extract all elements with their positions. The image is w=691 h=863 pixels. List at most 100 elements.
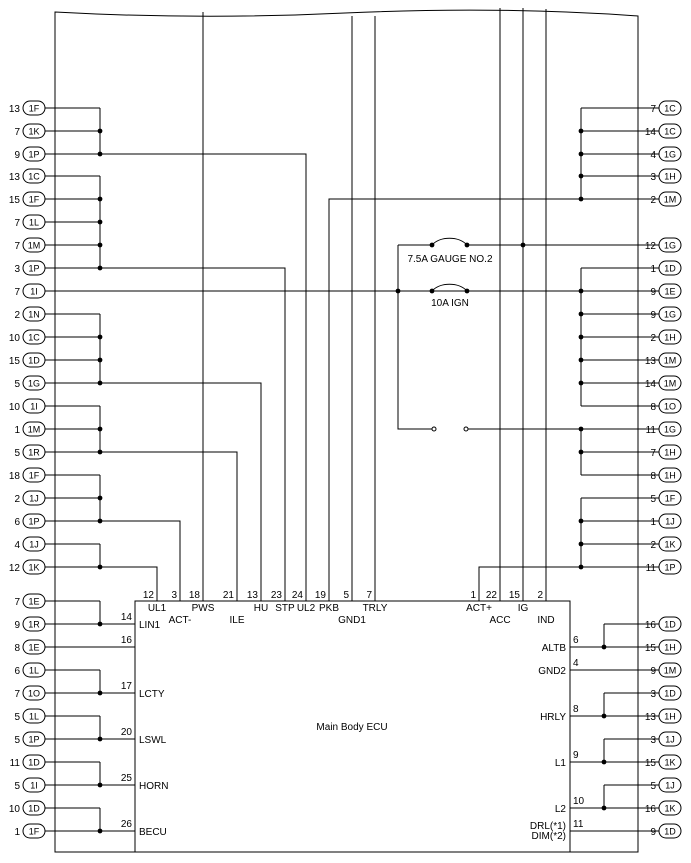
ecu-left-pin-number: 14 bbox=[121, 612, 133, 623]
connector-id: 1C bbox=[28, 333, 40, 343]
connector-id: 1M bbox=[664, 379, 677, 389]
connector-pin-number: 3 bbox=[14, 264, 20, 275]
connector-id: 1E bbox=[28, 643, 39, 653]
connector-id: 1D bbox=[28, 356, 40, 366]
connector-badge bbox=[22, 559, 46, 575]
connector-id: 1G bbox=[28, 379, 40, 389]
connector-badge bbox=[22, 513, 46, 529]
connector-id: 1D bbox=[28, 804, 40, 814]
connector-id: 1H bbox=[664, 471, 676, 481]
connector-id: 1D bbox=[664, 620, 676, 630]
connector-pin-number: 2 bbox=[650, 333, 656, 344]
junction-dot bbox=[97, 495, 103, 501]
junction-dot bbox=[578, 449, 584, 455]
junction-dot bbox=[97, 242, 103, 248]
connector-badge bbox=[22, 708, 46, 724]
junction-dots-layer bbox=[97, 128, 607, 834]
connector-badge bbox=[22, 823, 46, 839]
connector-badge bbox=[22, 490, 46, 506]
connector-badge bbox=[22, 260, 46, 276]
connector-id: 1K bbox=[664, 758, 675, 768]
connector-pin-number: 5 bbox=[14, 448, 20, 459]
connector-badge bbox=[22, 352, 46, 368]
connector-badge bbox=[658, 616, 682, 632]
connector-pin-number: 7 bbox=[650, 448, 656, 459]
connector-id: 1G bbox=[664, 150, 676, 160]
junction-dot bbox=[578, 173, 584, 179]
connector-id: 1M bbox=[28, 425, 41, 435]
ecu-left-pin-number: 16 bbox=[121, 635, 133, 646]
ecu-top-pin-label: UL2 bbox=[297, 603, 316, 614]
connector-pin-number: 3 bbox=[650, 735, 656, 746]
connector-badge bbox=[658, 260, 682, 276]
connector-pin-number: 7 bbox=[14, 287, 20, 298]
connector-pin-number: 1 bbox=[650, 264, 656, 275]
fuse-ign-symbol bbox=[431, 283, 468, 292]
wire bbox=[100, 451, 238, 601]
ecu-top-pin-number: 2 bbox=[537, 590, 543, 601]
ecu-top-pin-number: 23 bbox=[271, 590, 283, 601]
ecu-right-pin-label: HRLY bbox=[540, 712, 566, 723]
connector-pin-number: 8 bbox=[650, 402, 656, 413]
connector-badge bbox=[658, 191, 682, 207]
ecu-right-pin-number: 9 bbox=[573, 750, 579, 761]
connector-badge bbox=[22, 536, 46, 552]
connector-badge bbox=[658, 662, 682, 678]
connector-pin-number: 8 bbox=[650, 471, 656, 482]
connector-badge bbox=[658, 467, 682, 483]
junction-dot bbox=[578, 311, 584, 317]
connector-badge bbox=[658, 168, 682, 184]
connector-pin-number: 13 bbox=[9, 104, 21, 115]
connector-pin-number: 14 bbox=[645, 379, 657, 390]
junction-dot bbox=[97, 219, 103, 225]
connector-badge bbox=[22, 800, 46, 816]
connector-pin-number: 6 bbox=[14, 666, 20, 677]
connector-id: 1D bbox=[28, 758, 40, 768]
main-body-ecu: Main Body ECU bbox=[134, 600, 571, 853]
connector-badge bbox=[22, 306, 46, 322]
connector-pin-number: 7 bbox=[14, 597, 20, 608]
junction-dot bbox=[578, 426, 584, 432]
connector-badge bbox=[658, 329, 682, 345]
connector-pin-number: 3 bbox=[650, 172, 656, 183]
fuse-gauge-symbol bbox=[431, 237, 468, 246]
wire bbox=[100, 382, 262, 601]
junction-dot bbox=[578, 151, 584, 157]
connector-badge bbox=[658, 708, 682, 724]
relay-contact bbox=[431, 426, 437, 432]
connector-badge bbox=[658, 352, 682, 368]
ecu-top-pin-number: 18 bbox=[189, 590, 201, 601]
connector-pin-number: 15 bbox=[645, 758, 657, 769]
connector-id: 1J bbox=[29, 494, 39, 504]
connector-id: 1G bbox=[664, 241, 676, 251]
ecu-top-pin-number: 19 bbox=[315, 590, 327, 601]
ecu-right-pin-label: L2 bbox=[555, 804, 567, 815]
connector-id: 1I bbox=[30, 402, 38, 412]
connector-id: 1M bbox=[664, 356, 677, 366]
junction-dot bbox=[97, 357, 103, 363]
connector-id: 1R bbox=[28, 448, 40, 458]
connector-pin-number: 2 bbox=[14, 310, 20, 321]
connector-badge bbox=[22, 398, 46, 414]
connector-pin-number: 5 bbox=[14, 712, 20, 723]
connector-badge bbox=[658, 559, 682, 575]
ecu-top-pin-number: 5 bbox=[343, 590, 349, 601]
connector-id: 1P bbox=[28, 264, 39, 274]
